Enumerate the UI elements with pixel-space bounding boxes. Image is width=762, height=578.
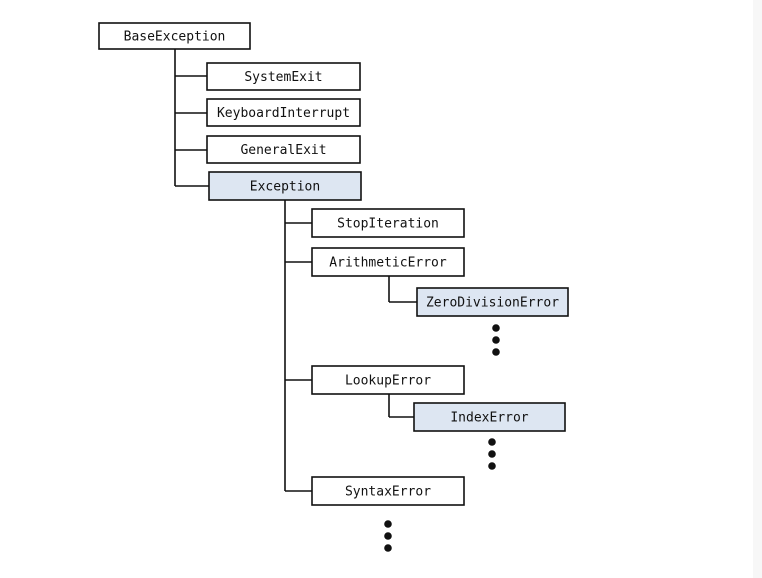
- connector-lines: [174, 49, 417, 492]
- ellipsis-after-zero-division-error: [492, 324, 500, 356]
- node-system-exit: SystemExit: [206, 62, 361, 91]
- ellipsis-after-index-error: [488, 438, 496, 470]
- node-label-zero-division-error: ZeroDivisionError: [426, 296, 559, 311]
- node-label-lookup-error: LookupError: [345, 374, 431, 389]
- node-base-exception: BaseException: [98, 22, 251, 50]
- node-arithmetic-error: ArithmeticError: [311, 247, 465, 277]
- node-index-error: IndexError: [413, 402, 566, 432]
- node-label-general-exit: GeneralExit: [240, 143, 326, 158]
- node-label-syntax-error: SyntaxError: [345, 485, 431, 500]
- node-label-keyboard-interrupt: KeyboardInterrupt: [217, 106, 350, 121]
- ellipsis-after-syntax-error: [384, 520, 392, 552]
- node-label-system-exit: SystemExit: [244, 70, 322, 85]
- node-label-arithmetic-error: ArithmeticError: [329, 256, 447, 271]
- right-edge-strip: [753, 0, 762, 578]
- node-label-index-error: IndexError: [450, 411, 528, 426]
- node-label-base-exception: BaseException: [124, 30, 226, 45]
- node-general-exit: GeneralExit: [206, 135, 361, 164]
- node-exception: Exception: [208, 171, 362, 201]
- node-lookup-error: LookupError: [311, 365, 465, 395]
- node-syntax-error: SyntaxError: [311, 476, 465, 506]
- node-label-exception: Exception: [250, 180, 320, 195]
- node-label-stop-iteration: StopIteration: [337, 217, 439, 232]
- node-zero-division-error: ZeroDivisionError: [416, 287, 569, 317]
- node-keyboard-interrupt: KeyboardInterrupt: [206, 98, 361, 127]
- node-stop-iteration: StopIteration: [311, 208, 465, 238]
